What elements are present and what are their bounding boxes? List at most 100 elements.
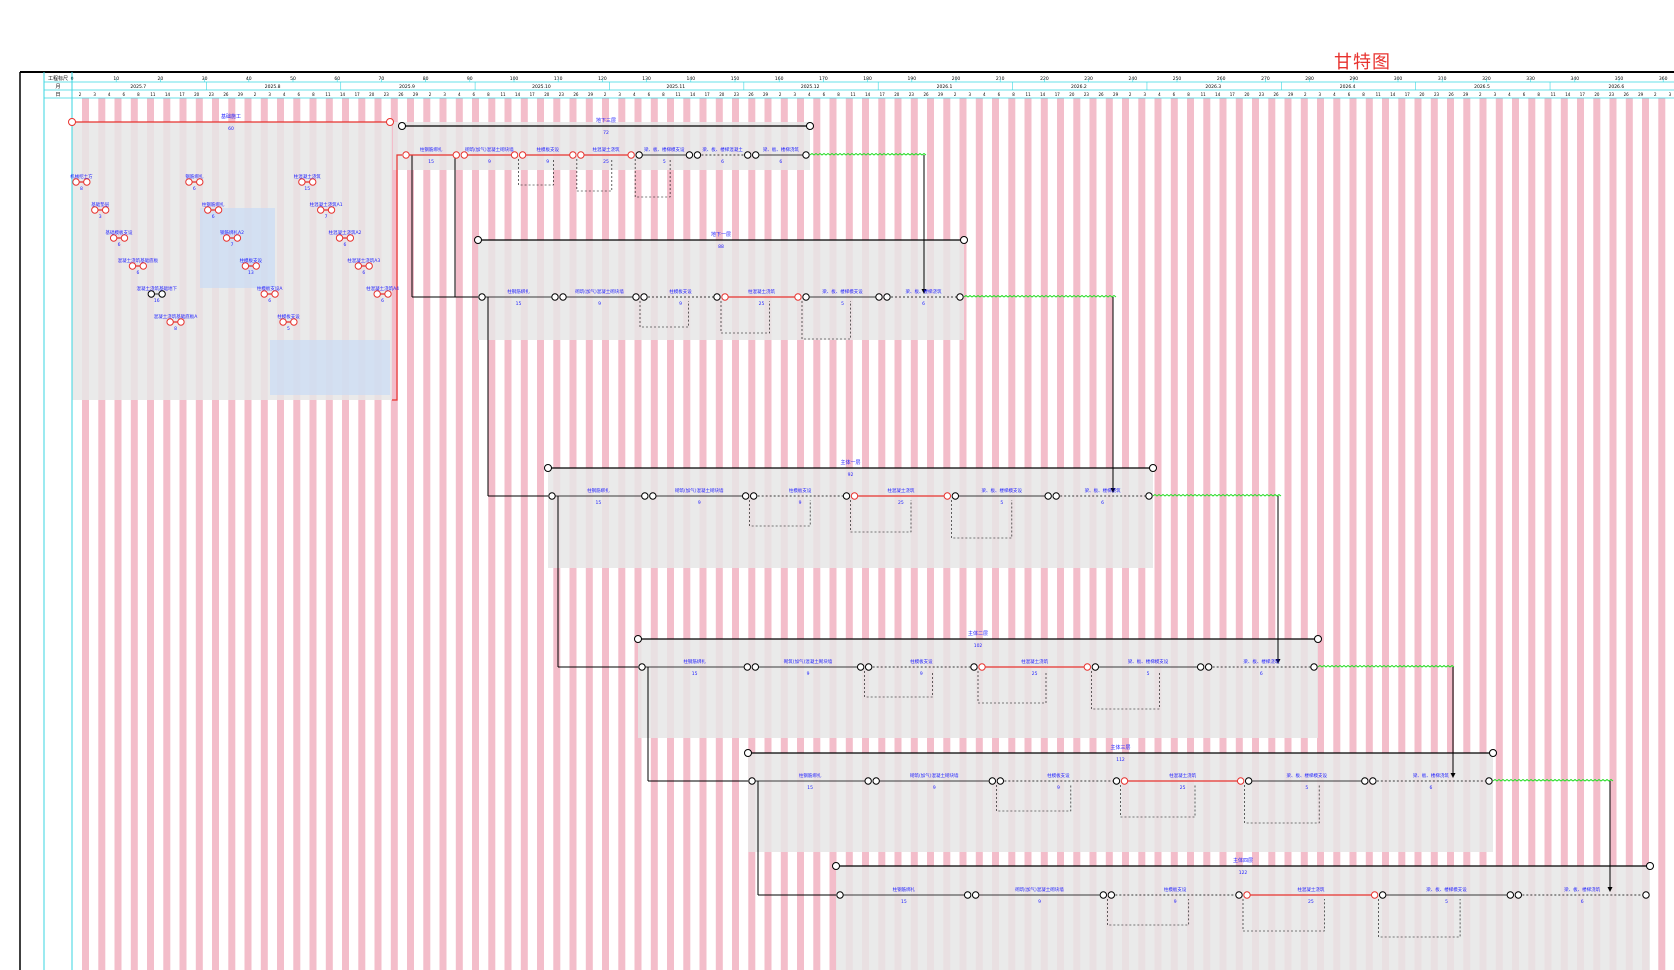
- task-node: [685, 151, 694, 159]
- day-label: 4: [633, 92, 636, 97]
- day-label: 20: [1244, 92, 1250, 97]
- summary-name: 主体二层: [968, 630, 988, 637]
- summary-days: 92: [848, 472, 854, 478]
- day-label: 6: [1348, 92, 1351, 97]
- day-label: 3: [1669, 92, 1672, 97]
- logic-link: [576, 159, 613, 192]
- summary-start-node: [544, 464, 552, 472]
- day-label: 23: [384, 92, 390, 97]
- day-label: 11: [1376, 92, 1382, 97]
- task-days: 6: [721, 159, 724, 165]
- day-label: 29: [1113, 92, 1119, 97]
- week-stripe: [1430, 98, 1438, 970]
- task-name: 柱混凝土浇筑A4: [366, 285, 399, 292]
- day-label: 23: [734, 92, 740, 97]
- task-node: [956, 293, 964, 301]
- task-node: [951, 492, 960, 500]
- task-node: [158, 290, 166, 298]
- week-stripe: [1349, 98, 1357, 970]
- day-label: 4: [458, 92, 461, 97]
- week-stripe: [1268, 98, 1276, 970]
- week-stripe: [325, 98, 333, 970]
- day-label: 2: [779, 92, 782, 97]
- day-label: 14: [1215, 92, 1221, 97]
- task-name: 柱混凝土浇筑: [887, 487, 914, 494]
- sub-zone: [270, 340, 390, 395]
- task-labels: 基础施工60机械挖土方8基础垫层3基础模板支设6混凝土浇筑基础底板6混凝土浇筑基…: [70, 113, 1601, 905]
- day-label: 8: [1362, 92, 1365, 97]
- task-node: [872, 777, 880, 785]
- day-label: 3: [443, 92, 446, 97]
- task-node: [559, 293, 567, 301]
- task-name: 混凝土浇筑基础地下: [136, 285, 177, 292]
- week-stripe: [277, 98, 284, 970]
- task-days: 9: [698, 500, 701, 506]
- task-node: [741, 492, 750, 500]
- day-label: 26: [573, 92, 579, 97]
- task-name: 梁、板、楼梯模支设: [644, 146, 685, 153]
- month-label: 2025.7: [130, 84, 146, 90]
- task-name: 砌筑(加气)混凝土砌块墙: [675, 487, 724, 494]
- task-node: [883, 293, 891, 301]
- logic-link: [864, 671, 933, 698]
- task-node: [101, 206, 110, 214]
- task-days: 6: [779, 159, 782, 165]
- week-stripe: [1219, 98, 1227, 970]
- task-node: [638, 663, 646, 671]
- day-label: 2: [429, 92, 432, 97]
- day-label: 8: [1187, 92, 1190, 97]
- task-node: [384, 290, 392, 298]
- task-name: 梁、板、楼梯浇筑: [1564, 886, 1600, 893]
- task-days: 3: [99, 214, 102, 220]
- link-arrowhead: [1450, 773, 1456, 778]
- summary-end-node: [1149, 464, 1157, 472]
- row-label-month: 月: [55, 84, 60, 90]
- day-label: 20: [544, 92, 550, 97]
- day-label: 20: [1594, 92, 1600, 97]
- logic-link: [996, 785, 1072, 812]
- task-node: [279, 318, 287, 326]
- task-days: 25: [1032, 671, 1038, 677]
- week-stripe: [537, 98, 544, 970]
- task-node: [139, 262, 147, 270]
- task-name: 砌筑(加气)混凝土砌块墙: [575, 288, 624, 295]
- sub-zone: [200, 208, 275, 288]
- page-title: 甘特图: [1334, 52, 1391, 73]
- task-node: [548, 492, 556, 500]
- task-days: 9: [546, 159, 549, 165]
- week-stripe: [1642, 98, 1649, 970]
- task-days: 9: [598, 301, 601, 307]
- critical-link: [392, 154, 402, 401]
- free-float-line: [963, 294, 1117, 298]
- task-node: [298, 178, 306, 186]
- day-label: 23: [1434, 92, 1440, 97]
- month-label: 2025.12: [801, 84, 820, 90]
- day-label: 23: [909, 92, 915, 97]
- day-label: 26: [1098, 92, 1104, 97]
- task-node: [1514, 891, 1523, 899]
- task-node: [365, 262, 373, 270]
- task-days: 15: [516, 301, 522, 307]
- week-stripe: [130, 98, 138, 970]
- task-days: 13: [248, 270, 254, 276]
- task-node: [988, 777, 997, 785]
- task-node: [1099, 891, 1108, 899]
- week-stripe: [520, 98, 528, 970]
- day-label: 2: [254, 92, 257, 97]
- task-name: 柱钢筋绑扎: [420, 146, 443, 153]
- day-label: 2: [1654, 92, 1657, 97]
- task-days: 25: [898, 500, 904, 506]
- week-stripe: [1528, 98, 1536, 970]
- task-name: 梁、板、楼梯浇筑: [1413, 772, 1449, 779]
- week-stripe: [260, 98, 268, 970]
- task-name: 柱混凝土浇筑: [593, 146, 620, 153]
- task-node: [204, 206, 212, 214]
- free-float-line: [1152, 493, 1282, 497]
- day-label: 8: [1012, 92, 1015, 97]
- task-node: [128, 262, 137, 270]
- day-label: 6: [823, 92, 826, 97]
- day-label: 23: [559, 92, 565, 97]
- task-name: 柱钢筋绑扎: [507, 288, 530, 295]
- day-label: 11: [1026, 92, 1032, 97]
- task-days: 6: [1260, 671, 1263, 677]
